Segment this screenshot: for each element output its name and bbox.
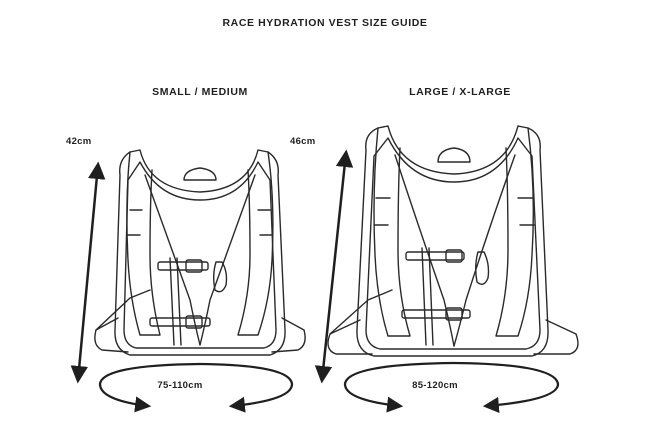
height-arrow-small-medium <box>70 161 106 384</box>
size-label-small-medium: SMALL / MEDIUM <box>152 86 248 98</box>
page-title: RACE HYDRATION VEST SIZE GUIDE <box>222 17 428 29</box>
vest-illustration-large-xlarge <box>327 125 579 357</box>
chest-ellipse-small-medium <box>98 362 294 413</box>
chest-label-large-xlarge: 85-120cm <box>412 380 458 391</box>
vest-illustration-small-medium <box>94 149 306 356</box>
size-label-large-xlarge: LARGE / X-LARGE <box>409 86 511 98</box>
chest-ellipse-large-xlarge <box>343 361 560 413</box>
height-label-large-xlarge: 46cm <box>290 136 316 147</box>
height-label-small-medium: 42cm <box>66 136 92 147</box>
chest-label-small-medium: 75-110cm <box>157 380 203 391</box>
height-arrow-large-xlarge <box>314 149 354 384</box>
